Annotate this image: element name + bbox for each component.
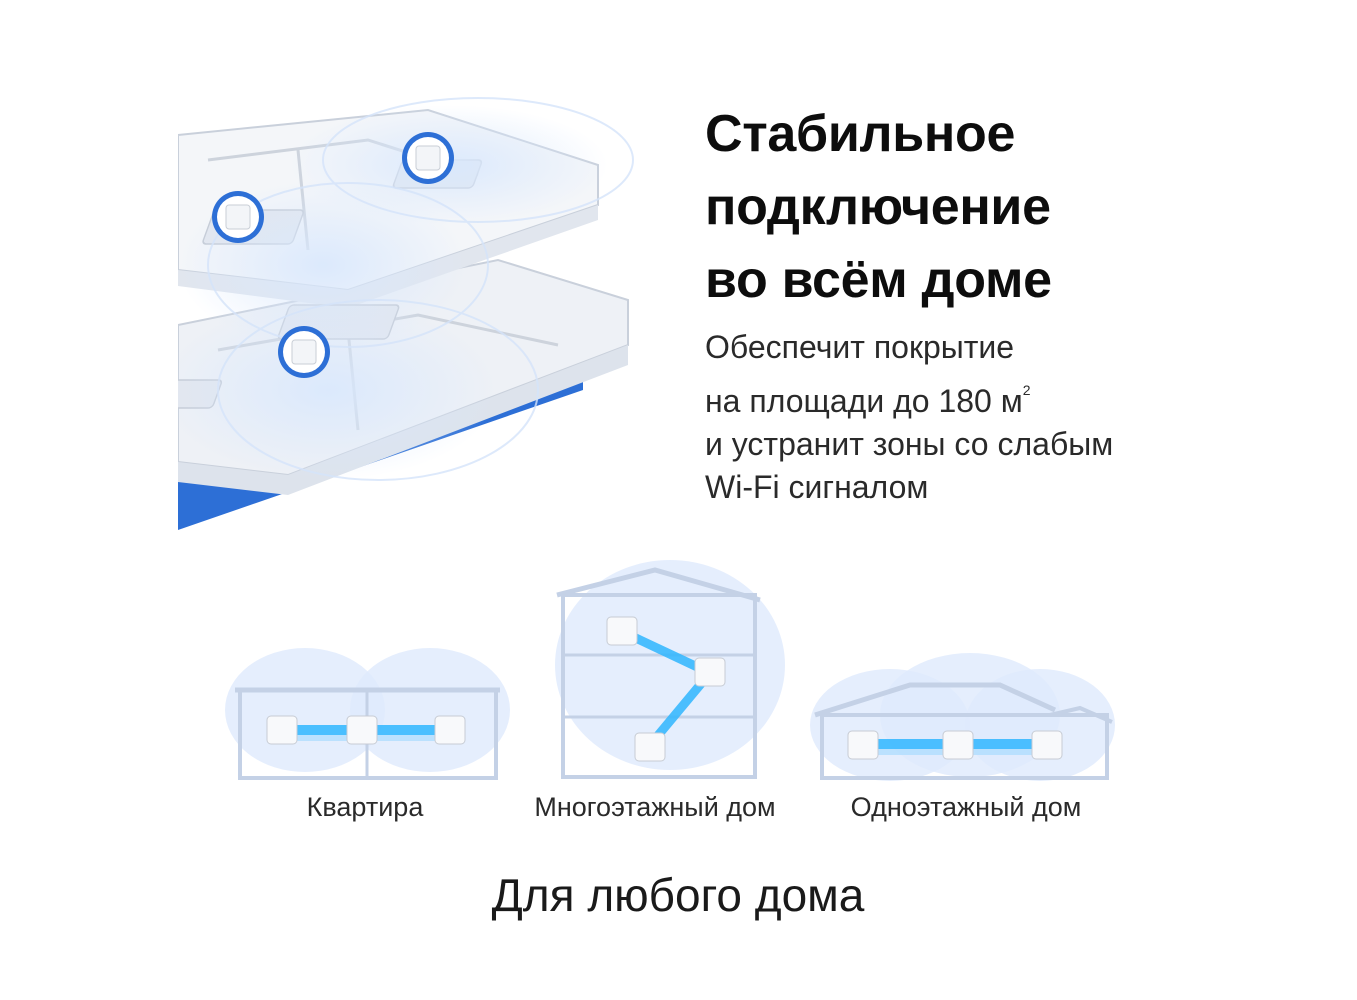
headline-line-1: Стабильное [705, 105, 1016, 163]
label-single-story-house: Одноэтажный дом [850, 792, 1082, 822]
apartment-illustration [225, 648, 510, 780]
coverage-description: Обеспечит покрытие на площади до 180 м2 … [705, 326, 1113, 509]
label-multistory-house: Многоэтажный дом [534, 792, 776, 822]
deco-node-icon [402, 132, 454, 184]
multistory-house-illustration [555, 560, 785, 779]
deco-node-icon [278, 326, 330, 378]
label-apartment: Квартира [306, 792, 424, 822]
deco-node-icon [212, 191, 264, 243]
description-line-4: Wi-Fi сигналом [705, 469, 929, 505]
superscript-2: 2 [1022, 382, 1031, 398]
description-line-2: на площади до 180 м2 [705, 382, 1031, 419]
footer-title: Для любого дома [491, 869, 865, 921]
floor-plan-illustration [178, 97, 634, 530]
headline-line-2: подключение [705, 178, 1051, 236]
headline-line-3: во всём доме [705, 251, 1052, 309]
single-story-house-illustration [810, 653, 1115, 781]
headline: Стабильное подключение во всём доме [705, 98, 1052, 317]
description-line-1: Обеспечит покрытие [705, 329, 1015, 365]
description-line-3: и устранит зоны со слабым [705, 426, 1114, 462]
